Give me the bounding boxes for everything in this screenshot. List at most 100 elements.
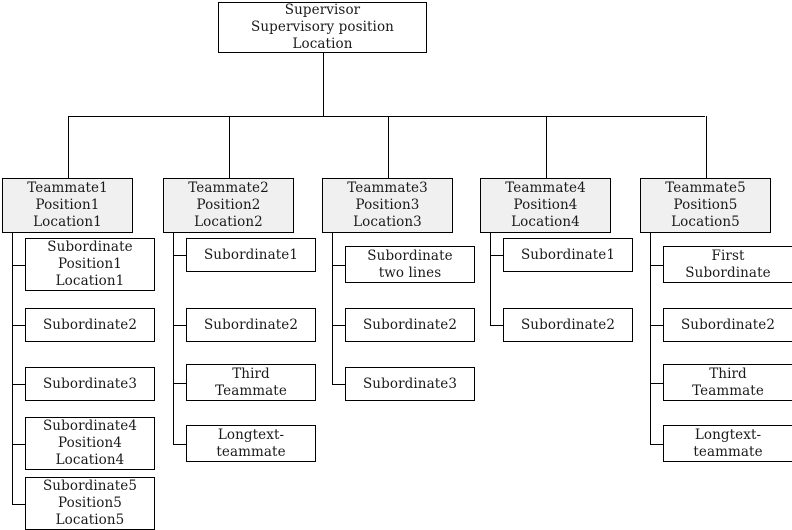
teammate-node-2-line-2: Position2 (196, 197, 261, 213)
teammate-node-1-line-2: Position1 (35, 197, 100, 213)
subordinate-node-3-2-line-1: Subordinate2 (362, 316, 458, 333)
subordinate-stub-5-1 (650, 265, 663, 266)
teammate-node-3-line-3: Location3 (353, 214, 422, 230)
teammate-node-5-line-2: Position5 (673, 197, 738, 213)
subordinate-node-1-5-line-1: Subordinate5 (42, 478, 138, 494)
subordinate-node-2-2[interactable]: Subordinate2 (186, 308, 316, 342)
subordinate-node-2-1[interactable]: Subordinate1 (186, 238, 316, 272)
teammate-node-4-line-2: Position4 (513, 197, 578, 213)
root-node-supervisor-line-1: Supervisor (284, 2, 361, 18)
teammate-node-1-line-3: Location1 (33, 214, 102, 230)
subordinate-node-1-5-line-2: Position5 (58, 495, 122, 511)
subordinate-stub-1-3 (12, 384, 25, 385)
subordinate-node-5-4-line-2: teammate (693, 443, 763, 460)
teammate-node-3-line-2: Position3 (355, 197, 420, 213)
subordinate-node-2-3-line-2: Teammate (215, 382, 287, 399)
teammate-node-2-line-3: Location2 (194, 214, 263, 230)
subordinate-node-1-2-line-1: Subordinate2 (42, 316, 138, 333)
subordinate-node-5-4-line-1: Longtext- (694, 426, 762, 443)
subordinate-node-2-1-line-1: Subordinate1 (203, 246, 299, 263)
subordinate-rail-2 (173, 233, 174, 444)
subordinate-stub-1-4 (12, 444, 25, 445)
subordinate-node-1-1-line-3: Location1 (55, 273, 125, 289)
teammate-drop-connector-5 (706, 116, 707, 178)
subordinate-node-2-4-line-2: teammate (216, 443, 286, 460)
subordinate-node-5-4[interactable]: Longtext-teammate (663, 425, 792, 462)
subordinate-stub-2-4 (173, 444, 186, 445)
subordinate-node-1-4-line-1: Subordinate4 (42, 418, 138, 434)
sibling-bus-connector (68, 116, 705, 117)
subordinate-node-3-3[interactable]: Subordinate3 (345, 367, 475, 401)
subordinate-node-4-2[interactable]: Subordinate2 (503, 308, 633, 342)
subordinate-rail-3 (332, 233, 333, 384)
subordinate-node-4-1[interactable]: Subordinate1 (503, 238, 633, 272)
subordinate-node-2-3-line-1: Third (232, 365, 270, 382)
teammate-node-1-line-1: Teammate1 (27, 180, 108, 196)
teammate-drop-connector-1 (68, 116, 69, 178)
teammate-drop-connector-3 (388, 116, 389, 178)
subordinate-node-2-2-line-1: Subordinate2 (203, 316, 299, 333)
root-node-supervisor-line-3: Location (292, 36, 353, 52)
subordinate-stub-1-5 (12, 504, 25, 505)
subordinate-node-2-4[interactable]: Longtext-teammate (186, 425, 316, 462)
subordinate-node-4-1-line-1: Subordinate1 (520, 246, 616, 263)
subordinate-node-5-2[interactable]: Subordinate2 (663, 308, 792, 342)
subordinate-node-1-1-line-1: Subordinate (47, 239, 133, 255)
teammate-node-4-line-1: Teammate4 (505, 180, 586, 196)
subordinate-stub-4-2 (490, 325, 503, 326)
subordinate-stub-1-2 (12, 325, 25, 326)
subordinate-node-1-3[interactable]: Subordinate3 (25, 367, 155, 401)
subordinate-node-1-3-line-1: Subordinate3 (42, 375, 138, 392)
subordinate-rail-1 (12, 233, 13, 504)
subordinate-stub-2-1 (173, 255, 186, 256)
root-stem-connector (323, 53, 324, 116)
subordinate-node-1-1-line-2: Position1 (58, 256, 122, 272)
subordinate-node-5-3-line-1: Third (709, 365, 747, 382)
teammate-node-5-line-3: Location5 (671, 214, 740, 230)
subordinate-node-3-2[interactable]: Subordinate2 (345, 308, 475, 342)
subordinate-stub-1-1 (12, 265, 25, 266)
subordinate-rail-5 (650, 233, 651, 444)
subordinate-node-1-4-line-2: Position4 (58, 435, 122, 451)
subordinate-node-3-1-line-2: two lines (378, 264, 442, 281)
subordinate-stub-4-1 (490, 255, 503, 256)
subordinate-node-5-2-line-1: Subordinate2 (680, 316, 776, 333)
root-node-supervisor-line-2: Supervisory position (251, 19, 394, 35)
subordinate-rail-4 (490, 233, 491, 325)
subordinate-node-1-5-line-3: Location5 (55, 512, 125, 528)
subordinate-node-1-4-line-3: Location4 (55, 452, 125, 468)
subordinate-stub-5-3 (650, 383, 663, 384)
subordinate-node-3-1-line-1: Subordinate (367, 247, 453, 264)
subordinate-stub-5-4 (650, 444, 663, 445)
subordinate-stub-5-2 (650, 325, 663, 326)
teammate-node-3-line-1: Teammate3 (347, 180, 428, 196)
subordinate-stub-3-1 (332, 265, 345, 266)
subordinate-node-4-2-line-1: Subordinate2 (520, 316, 616, 333)
subordinate-node-5-1-line-1: First (711, 247, 745, 264)
subordinate-node-5-3-line-2: Teammate (692, 382, 764, 399)
teammate-drop-connector-4 (546, 116, 547, 178)
subordinate-stub-2-2 (173, 325, 186, 326)
teammate-node-4-line-3: Location4 (511, 214, 580, 230)
teammate-node-2-line-1: Teammate2 (188, 180, 269, 196)
subordinate-node-2-4-line-1: Longtext- (217, 426, 285, 443)
subordinate-node-1-2[interactable]: Subordinate2 (25, 308, 155, 342)
teammate-drop-connector-2 (229, 116, 230, 178)
subordinate-stub-2-3 (173, 383, 186, 384)
subordinate-node-5-1-line-2: Subordinate (685, 264, 771, 281)
subordinate-stub-3-2 (332, 325, 345, 326)
